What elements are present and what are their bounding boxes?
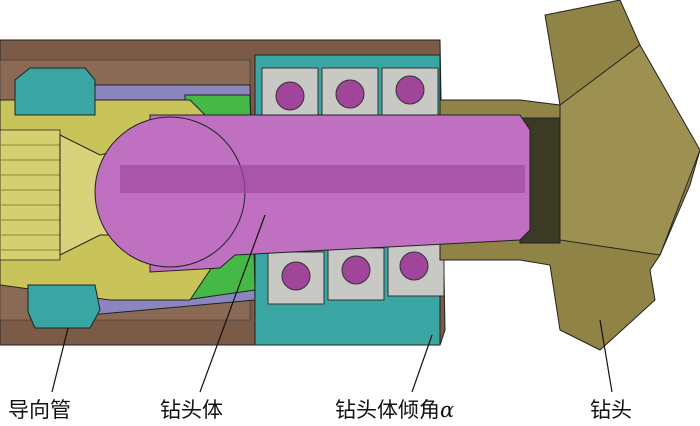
teal-block-top — [14, 67, 96, 116]
bit-body-rod — [149, 114, 531, 273]
label-guide-tube: 导向管 — [8, 398, 71, 422]
label-drill-bit: 钻头 — [590, 398, 632, 422]
leader-lines — [51, 214, 613, 393]
bearings-top — [261, 67, 439, 121]
label-bit-body: 钻头体 — [160, 398, 223, 422]
rod-highlight — [120, 165, 525, 193]
teal-block-bottom — [27, 284, 101, 329]
label-bit-body-tilt-text: 钻头体倾角 — [335, 398, 440, 422]
label-bit-body-tilt: 钻头体倾角α — [335, 394, 454, 424]
bearings-bottom — [267, 243, 445, 305]
spline-shaft — [0, 129, 61, 261]
spline-lines — [0, 144, 60, 251]
label-alpha: α — [440, 398, 455, 422]
